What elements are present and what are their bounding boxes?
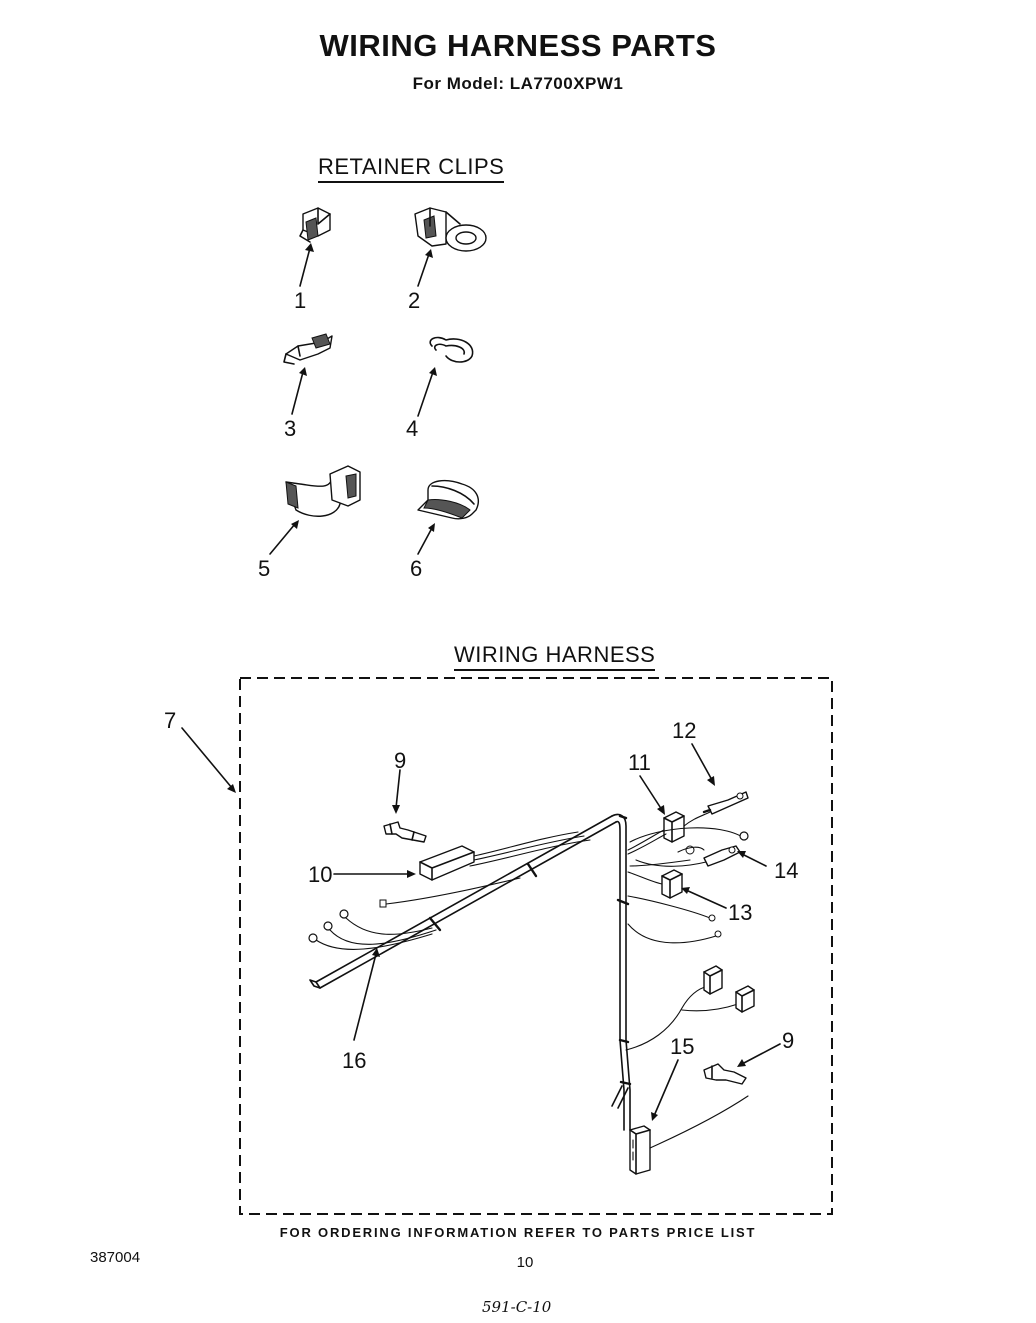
- leader-line-16: [353, 953, 377, 1041]
- leader-line-5: [269, 523, 296, 555]
- leader-line-12: [691, 743, 713, 781]
- leader-line-13: [685, 889, 727, 909]
- leader-line-11: [639, 775, 663, 811]
- leader-line-7: [181, 727, 233, 789]
- page-title: WIRING HARNESS PARTS: [319, 28, 717, 63]
- retainer-clip-1-drawing: [299, 207, 331, 243]
- callout-11: 11: [628, 750, 651, 775]
- callout-2: 2: [408, 288, 421, 313]
- callout-16: 16: [342, 1048, 367, 1073]
- leader-line-3: [291, 371, 304, 415]
- callout-10: 10: [308, 862, 333, 887]
- wiring-harness-drawing: [308, 791, 755, 1175]
- callout-6: 6: [410, 556, 423, 581]
- callout-13: 13: [728, 900, 753, 925]
- retainer-clip-5-drawing: [285, 465, 361, 517]
- retainer-clip-2-drawing: [414, 207, 487, 252]
- leader-line-9b: [741, 1043, 781, 1065]
- callout-7: 7: [164, 708, 177, 733]
- leader-line-6: [417, 527, 433, 555]
- callout-1: 1: [294, 288, 307, 313]
- leader-line-15: [653, 1059, 679, 1117]
- retainer-clip-4-drawing: [429, 336, 474, 363]
- callout-14: 14: [774, 858, 799, 883]
- callout-12: 12: [672, 718, 697, 743]
- callout-5: 5: [258, 556, 271, 581]
- retainer-clip-3-drawing: [283, 333, 333, 365]
- page-number: 10: [516, 1254, 534, 1271]
- callout-4: 4: [406, 416, 419, 441]
- leader-line-9a: [395, 769, 401, 809]
- leader-line-4: [417, 371, 434, 417]
- retainer-clip-6-drawing: [417, 479, 480, 520]
- leader-line-2: [417, 253, 430, 287]
- leader-line-14: [741, 853, 767, 867]
- leader-line-1: [299, 247, 311, 287]
- callout-9-left: 9: [394, 748, 407, 773]
- wiring-harness-boundary: [239, 677, 833, 1215]
- callout-3: 3: [284, 416, 297, 441]
- model-line: For Model: LA7700XPW1: [412, 74, 624, 93]
- handwritten-stamp: 591-C-10: [482, 1298, 552, 1316]
- callout-15: 15: [670, 1034, 695, 1059]
- callout-9-right: 9: [782, 1028, 795, 1053]
- retainer-clips-heading: RETAINER CLIPS: [318, 154, 505, 183]
- ordering-info-note: FOR ORDERING INFORMATION REFER TO PARTS …: [279, 1225, 757, 1240]
- document-number: 387004: [90, 1249, 141, 1266]
- wiring-harness-heading: WIRING HARNESS: [454, 642, 656, 671]
